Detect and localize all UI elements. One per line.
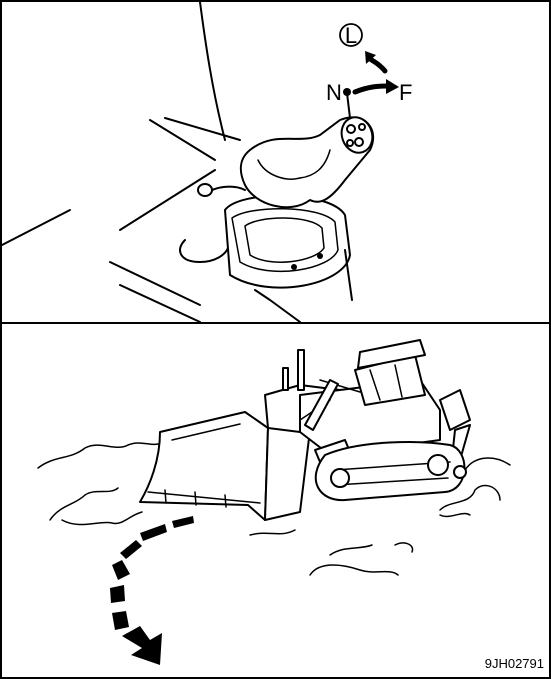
turn-arrow-head	[122, 626, 162, 665]
pivot-stem	[347, 93, 350, 118]
figure-id: 9JH02791	[485, 656, 544, 671]
console-background	[2, 2, 245, 245]
dash-3	[120, 540, 142, 559]
forward-arrow-head	[386, 79, 399, 94]
dash-4	[112, 560, 130, 580]
dash-6	[112, 611, 129, 630]
left-turn-arrow	[110, 516, 194, 665]
left-arrow-shaft	[370, 59, 385, 71]
forward-label: F	[399, 80, 412, 105]
dash-1	[140, 524, 167, 541]
forward-arrow-shaft	[355, 86, 388, 92]
dash-5	[110, 585, 125, 603]
joystick-handle[interactable]	[241, 113, 377, 207]
left-label: L	[345, 23, 357, 48]
neutral-label: N	[326, 80, 342, 105]
joystick-panel: L N F	[2, 2, 412, 322]
bulldozer-track	[316, 442, 466, 500]
neutral-pivot-dot	[343, 88, 351, 96]
bulldozer-panel	[38, 340, 510, 665]
dash-2	[172, 516, 194, 528]
